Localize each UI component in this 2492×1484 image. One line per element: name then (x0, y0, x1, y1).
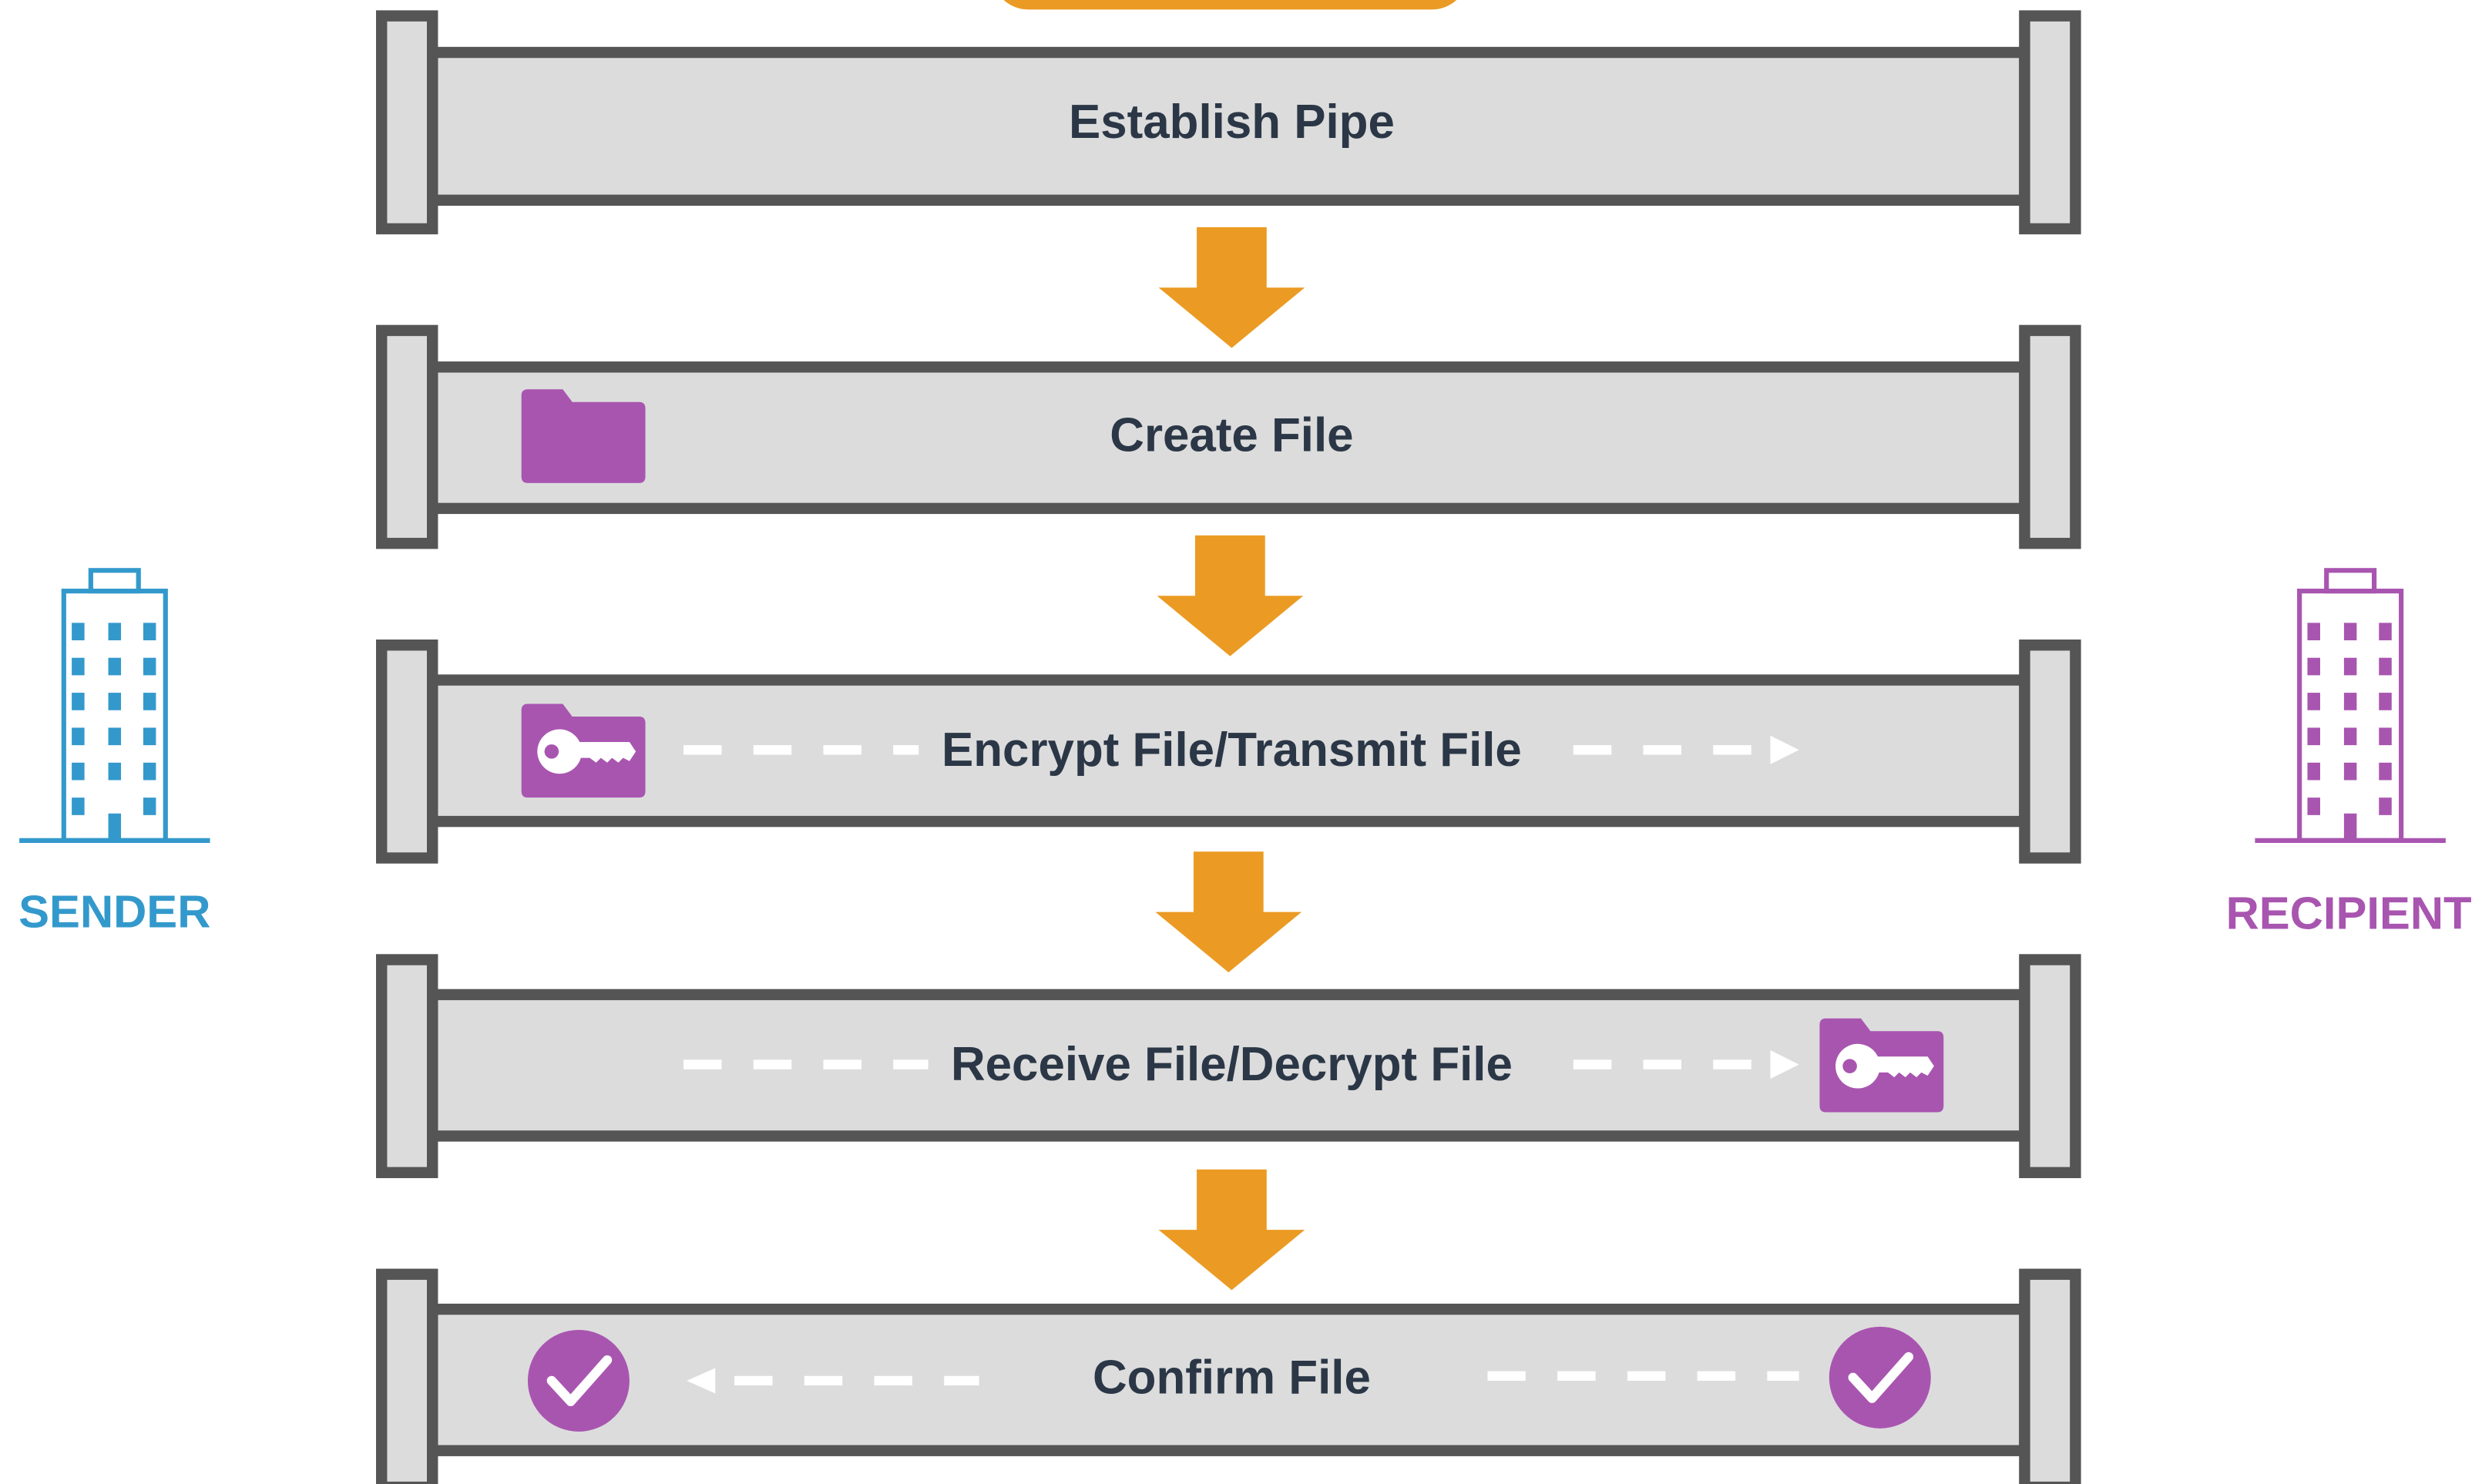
step-receive-decrypt: Receive File/Decrypt File (376, 954, 2081, 1179)
left-arrowhead-icon (687, 1368, 716, 1394)
sender-building-icon (19, 570, 210, 841)
step-label: Create File (1110, 408, 1353, 462)
step-confirm-file: Confirm File (376, 1268, 2081, 1484)
folder-icon (521, 389, 646, 483)
top-pill (1003, 0, 1457, 10)
step-create-file: Create File (376, 324, 2081, 549)
check-circle-icon (528, 1330, 630, 1432)
sender-label: SENDER (18, 886, 210, 938)
step-label: Confirm File (1093, 1351, 1371, 1404)
key-folder-icon (1819, 1019, 1943, 1113)
key-folder-icon (522, 704, 646, 798)
right-arrowhead-icon (1770, 735, 1799, 764)
down-arrow-icon (1158, 1169, 1305, 1291)
check-circle-icon (1829, 1327, 1931, 1429)
step-establish-pipe: Establish Pipe (376, 10, 2081, 235)
down-arrow-icon (1157, 535, 1304, 656)
step-label: Encrypt File/Transmit File (942, 724, 1522, 777)
step-label: Establish Pipe (1069, 96, 1395, 149)
step-encrypt-transmit: Encrypt File/Transmit File (376, 639, 2081, 864)
recipient-building-icon (2255, 570, 2445, 841)
right-arrowhead-icon (1770, 1050, 1799, 1079)
down-arrow-icon (1158, 227, 1305, 348)
step-label: Receive File/Decrypt File (951, 1038, 1513, 1091)
down-arrow-icon (1155, 851, 1302, 973)
recipient-label: RECIPIENT (2226, 888, 2472, 939)
